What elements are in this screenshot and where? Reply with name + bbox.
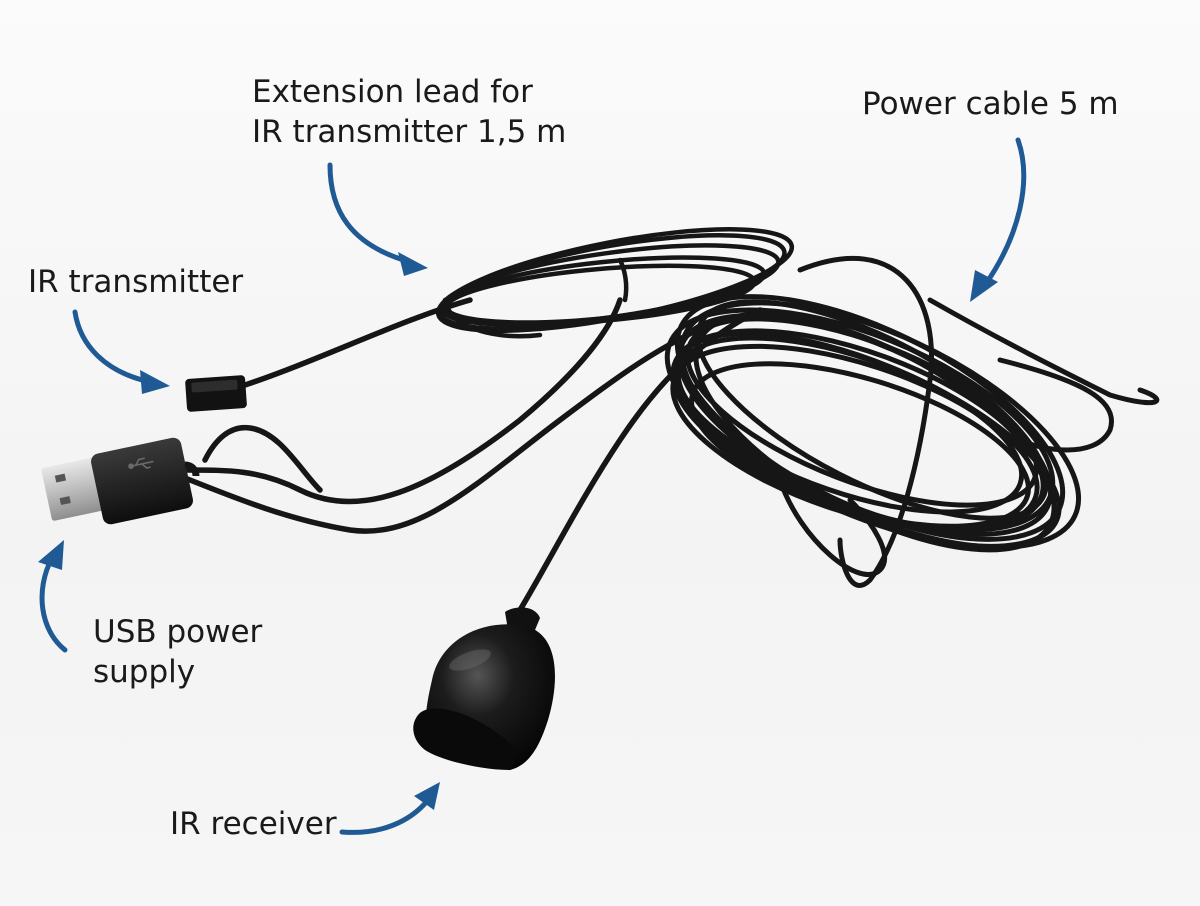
arrow-ir-transmitter-head [140,370,170,394]
arrow-ir-receiver [339,797,431,835]
arrow-power-head [970,270,998,302]
arrow-extension [327,162,413,265]
ir-transmitter-device [185,375,247,412]
extension-lead-label-line1: Extension lead for [252,74,533,110]
arrow-power [982,137,1027,288]
usb-label-line2: supply [93,654,196,690]
cable-runs [182,297,763,613]
extension-lead-label-line2: IR transmitter 1,5 m [252,114,567,150]
arrow-ir-receiver-head [414,782,440,810]
power-cable-label: Power cable 5 m [862,86,1119,122]
usb-plug-device [41,437,200,525]
usb-logo-icon [128,457,154,470]
power-cable-coil [664,256,1160,588]
usb-power-supply-label: USB power supply [93,612,262,692]
arrow-usb-head [38,540,64,570]
arrow-ir-transmitter [72,309,153,385]
arrow-extension-head [398,252,428,276]
annotation-arrows [38,137,1027,835]
ir-receiver-device [413,607,555,770]
ir-receiver-label: IR receiver [170,806,337,842]
arrow-usb [39,555,68,653]
extension-lead-label: Extension lead for IR transmitter 1,5 m [252,72,566,152]
ir-transmitter-label: IR transmitter [28,264,244,300]
usb-label-line1: USB power [93,614,263,650]
